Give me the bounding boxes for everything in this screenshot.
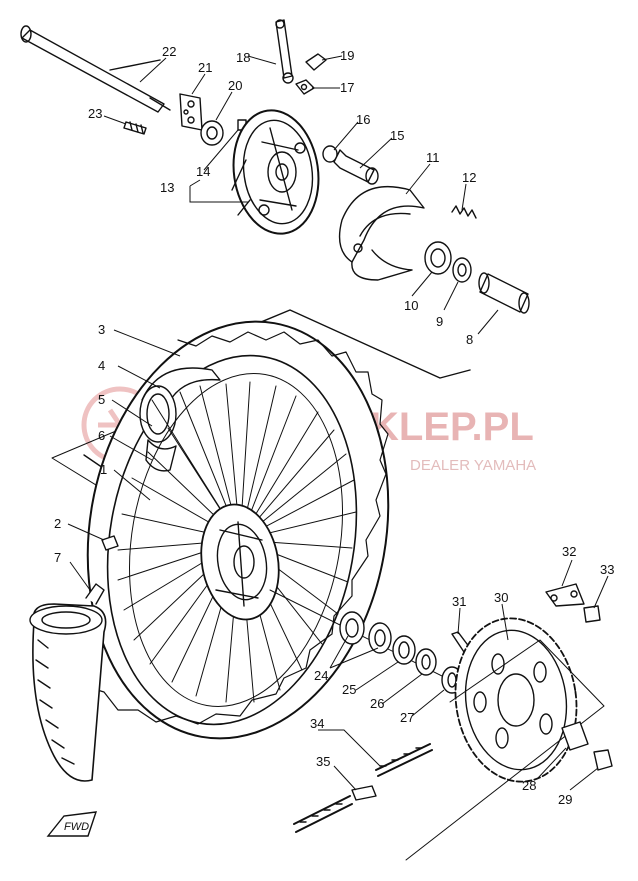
lever-nut-part	[295, 79, 315, 95]
brake-camshaft-lever	[275, 19, 294, 84]
brake-shoe-comp	[338, 186, 425, 281]
callout-35: 35	[316, 754, 330, 769]
sprocket-nut	[593, 749, 613, 771]
callout-31: 31	[452, 594, 466, 609]
callout-33: 33	[600, 562, 614, 577]
callout-27: 27	[400, 710, 414, 725]
callout-34: 34	[310, 716, 324, 731]
camshaft-washer	[322, 145, 338, 163]
drive-chain	[293, 743, 433, 833]
forward-label: FWD	[64, 821, 89, 833]
wheel-hub	[200, 503, 280, 621]
oil-seal-part	[452, 257, 472, 283]
callout-25: 25	[342, 682, 356, 697]
chain-adjuster-plate	[179, 93, 203, 131]
hub-bearing-part	[424, 241, 452, 275]
spoke-set	[117, 373, 357, 707]
callout-2: 2	[54, 516, 61, 531]
callout-26: 26	[370, 696, 384, 711]
callout-28: 28	[522, 778, 536, 793]
callout-17: 17	[340, 80, 354, 95]
lock-washer	[561, 721, 589, 751]
callout-1: 1	[100, 462, 107, 477]
bracket-nut	[583, 605, 601, 623]
rear-sprocket	[454, 617, 578, 783]
callout-6: 6	[98, 428, 105, 443]
forward-direction-indicator: FWD	[46, 811, 98, 837]
brake-shoe-spring	[451, 205, 477, 219]
leader-lines	[67, 55, 609, 791]
callout-23: 23	[88, 106, 102, 121]
callout-12: 12	[462, 170, 476, 185]
chain-guard-outline	[405, 639, 605, 861]
axle-part	[20, 25, 171, 113]
callout-32: 32	[562, 544, 576, 559]
lever-bolt-part	[305, 53, 327, 71]
part-callouts: 22 21 20 23 18 19 17 14 13 16 15 11 12 1…	[54, 44, 614, 807]
callout-21: 21	[198, 60, 212, 75]
callout-4: 4	[98, 358, 105, 373]
callout-15: 15	[390, 128, 404, 143]
callout-19: 19	[340, 48, 354, 63]
brake-shoe-plate	[231, 109, 320, 235]
callout-30: 30	[494, 590, 508, 605]
spacer-tube-part	[478, 272, 530, 314]
callout-14: 14	[196, 164, 210, 179]
callout-18: 18	[236, 50, 250, 65]
callout-13: 13	[160, 180, 174, 195]
forward-arrow-icon	[46, 811, 98, 837]
hub-bearing-set	[339, 611, 463, 694]
inner-tube	[139, 367, 221, 443]
callout-9: 9	[436, 314, 443, 329]
spare-tire-view	[29, 583, 107, 782]
callout-22: 22	[162, 44, 176, 59]
brake-camshaft	[333, 149, 379, 185]
callout-20: 20	[228, 78, 242, 93]
chain-puller-bracket	[545, 583, 585, 607]
callout-5: 5	[98, 392, 105, 407]
callout-3: 3	[98, 322, 105, 337]
callout-16: 16	[356, 112, 370, 127]
spoke-nipple	[101, 535, 119, 551]
callout-7: 7	[54, 550, 61, 565]
callout-29: 29	[558, 792, 572, 807]
callout-10: 10	[404, 298, 418, 313]
collar-part	[200, 120, 224, 146]
callout-8: 8	[466, 332, 473, 347]
watermark-subtitle: DEALER YAMAHA	[410, 457, 536, 474]
bolt-part	[123, 121, 147, 135]
callout-24: 24	[314, 668, 328, 683]
callout-11: 11	[426, 150, 440, 165]
